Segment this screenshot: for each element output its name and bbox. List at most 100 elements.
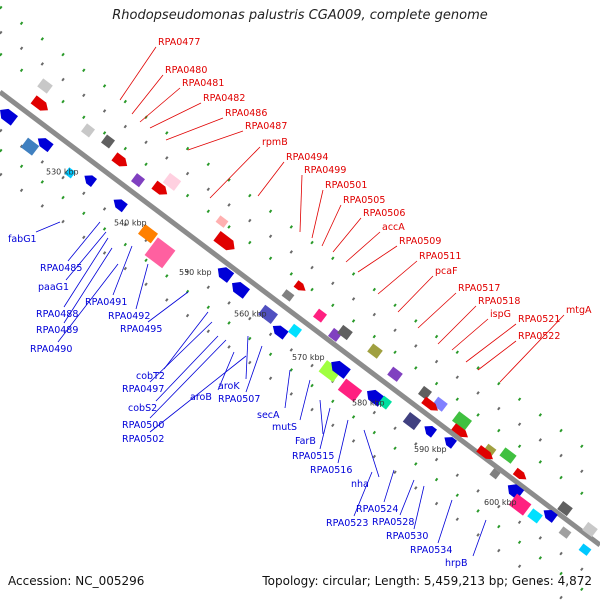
forward-leader [209,146,261,199]
reverse-gene-label[interactable]: cobS2 [128,403,157,414]
reverse-leader [149,339,227,419]
reverse-gene-label[interactable]: secA [257,410,280,421]
forward-gene-label[interactable]: RPA0499 [304,165,346,176]
reverse-gene-label[interactable]: RPA0530 [386,531,428,542]
forward-gene-label[interactable]: RPA0482 [203,93,245,104]
forward-gene [476,445,493,460]
forward-gene-label[interactable]: RPA0509 [399,236,441,247]
reverse-leader [319,399,324,435]
map-title: Rhodopseudomonas palustris CGA009, compl… [112,8,488,23]
forward-gene-label[interactable]: RPA0518 [478,296,520,307]
reverse-gene-label[interactable]: RPA0502 [122,434,164,445]
forward-gene [111,152,128,167]
reverse-gene-label[interactable]: fabG1 [8,234,37,245]
reverse-gene-label[interactable]: RPA0534 [410,545,452,556]
forward-gene-label[interactable]: RPA0521 [518,314,560,325]
reverse-gene-label[interactable]: RPA0500 [122,420,164,431]
forward-gene [582,521,598,538]
track-guide [0,172,567,600]
reverse-gene-label[interactable]: RPA0524 [356,504,398,515]
forward-gene-label[interactable]: RPA0506 [363,208,405,219]
forward-gene-label[interactable]: RPA0486 [225,108,267,119]
reverse-gene-label[interactable]: RPA0515 [292,451,334,462]
reverse-gene-label[interactable]: RPA0492 [108,311,150,322]
reverse-gene [84,175,98,187]
forward-leader [131,74,164,115]
reverse-gene-label[interactable]: RPA0495 [120,324,162,335]
reverse-leader [217,351,235,391]
forward-leader [377,260,418,295]
forward-gene [417,385,433,400]
forward-gene-label[interactable]: rpmB [262,137,288,148]
reverse-gene-label[interactable]: RPA0523 [326,518,368,529]
reverse-leader [353,471,373,517]
reverse-leader [337,419,349,464]
forward-gene-label[interactable]: RPA0511 [419,251,461,262]
reverse-gene-label[interactable]: FarB [295,436,316,447]
forward-gene [367,343,383,359]
forward-gene [421,396,438,411]
label-leader-lines [35,46,565,557]
forward-gene-label[interactable]: pcaF [435,266,458,277]
reverse-gene-label[interactable]: cobT2 [136,371,165,382]
forward-gene-label[interactable]: RPA0522 [518,331,560,342]
forward-gene-label[interactable]: RPA0494 [286,152,328,163]
reverse-gene [444,437,458,449]
reverse-leader [35,221,61,233]
reverse-gene [527,508,543,524]
reverse-gene-label[interactable]: paaG1 [38,282,69,293]
reverse-gene-label[interactable]: RPA0507 [218,394,260,405]
forward-gene-label[interactable]: RPA0481 [182,78,224,89]
reverse-gene [424,426,438,438]
forward-leader [451,318,489,351]
forward-gene-label[interactable]: RPA0505 [343,195,385,206]
forward-leader [119,46,157,101]
reverse-leader [413,485,425,530]
forward-gene-label[interactable]: RPA0517 [458,283,500,294]
reverse-gene-label[interactable]: aroK [218,381,240,392]
forward-gene-label[interactable]: ispG [490,309,511,320]
reverse-gene-label[interactable]: RPA0516 [310,465,352,476]
reverse-gene [489,468,501,480]
forward-gene [80,123,96,138]
forward-gene [130,173,146,188]
forward-gene [452,411,472,431]
reverse-leader [437,499,453,544]
forward-gene [215,215,229,228]
reverse-gene-label[interactable]: nha [351,479,369,490]
reverse-gene [287,323,303,338]
reverse-gene-label[interactable]: RPA0488 [36,309,78,320]
reverse-gene-label[interactable]: RPA0489 [36,325,78,336]
reverse-gene-label[interactable]: RPA0491 [85,297,127,308]
forward-gene [30,95,48,111]
forward-gene-label[interactable]: mtgA [566,305,592,316]
accession-label: Accession: NC_005296 [8,574,145,588]
kbp-tick-label: 570 kbp [292,353,325,362]
reverse-gene-label[interactable]: RPA0497 [122,384,164,395]
forward-gene-label[interactable]: RPA0487 [245,121,287,132]
forward-gene [387,366,403,382]
reverse-gene [272,325,289,340]
reverse-gene [337,378,363,402]
reverse-gene-label[interactable]: RPA0528 [372,517,414,528]
reverse-gene-label[interactable]: RPA0485 [40,263,82,274]
reverse-leader [155,335,219,402]
topology-label: Topology: circular; Length: 5,459,213 bp… [262,574,592,588]
reverse-leader [63,237,109,308]
forward-gene-label[interactable]: RPA0501 [325,180,367,191]
reverse-gene-label[interactable]: mutS [272,422,297,433]
genome-backbone [0,90,600,547]
reverse-gene [37,138,54,153]
reverse-gene-label[interactable]: RPA0490 [30,344,72,355]
reverse-gene-label[interactable]: hrpB [445,558,467,569]
forward-gene-label[interactable]: accA [382,222,405,233]
reverse-gene-label[interactable]: aroB [190,392,212,403]
forward-gene-label[interactable]: RPA0480 [165,65,207,76]
forward-gene-label[interactable]: RPA0477 [158,37,200,48]
kbp-tick-label: 580 kbp [352,398,385,407]
reverse-gene [0,108,18,126]
reverse-gene [402,412,422,431]
reverse-gene [232,282,250,299]
